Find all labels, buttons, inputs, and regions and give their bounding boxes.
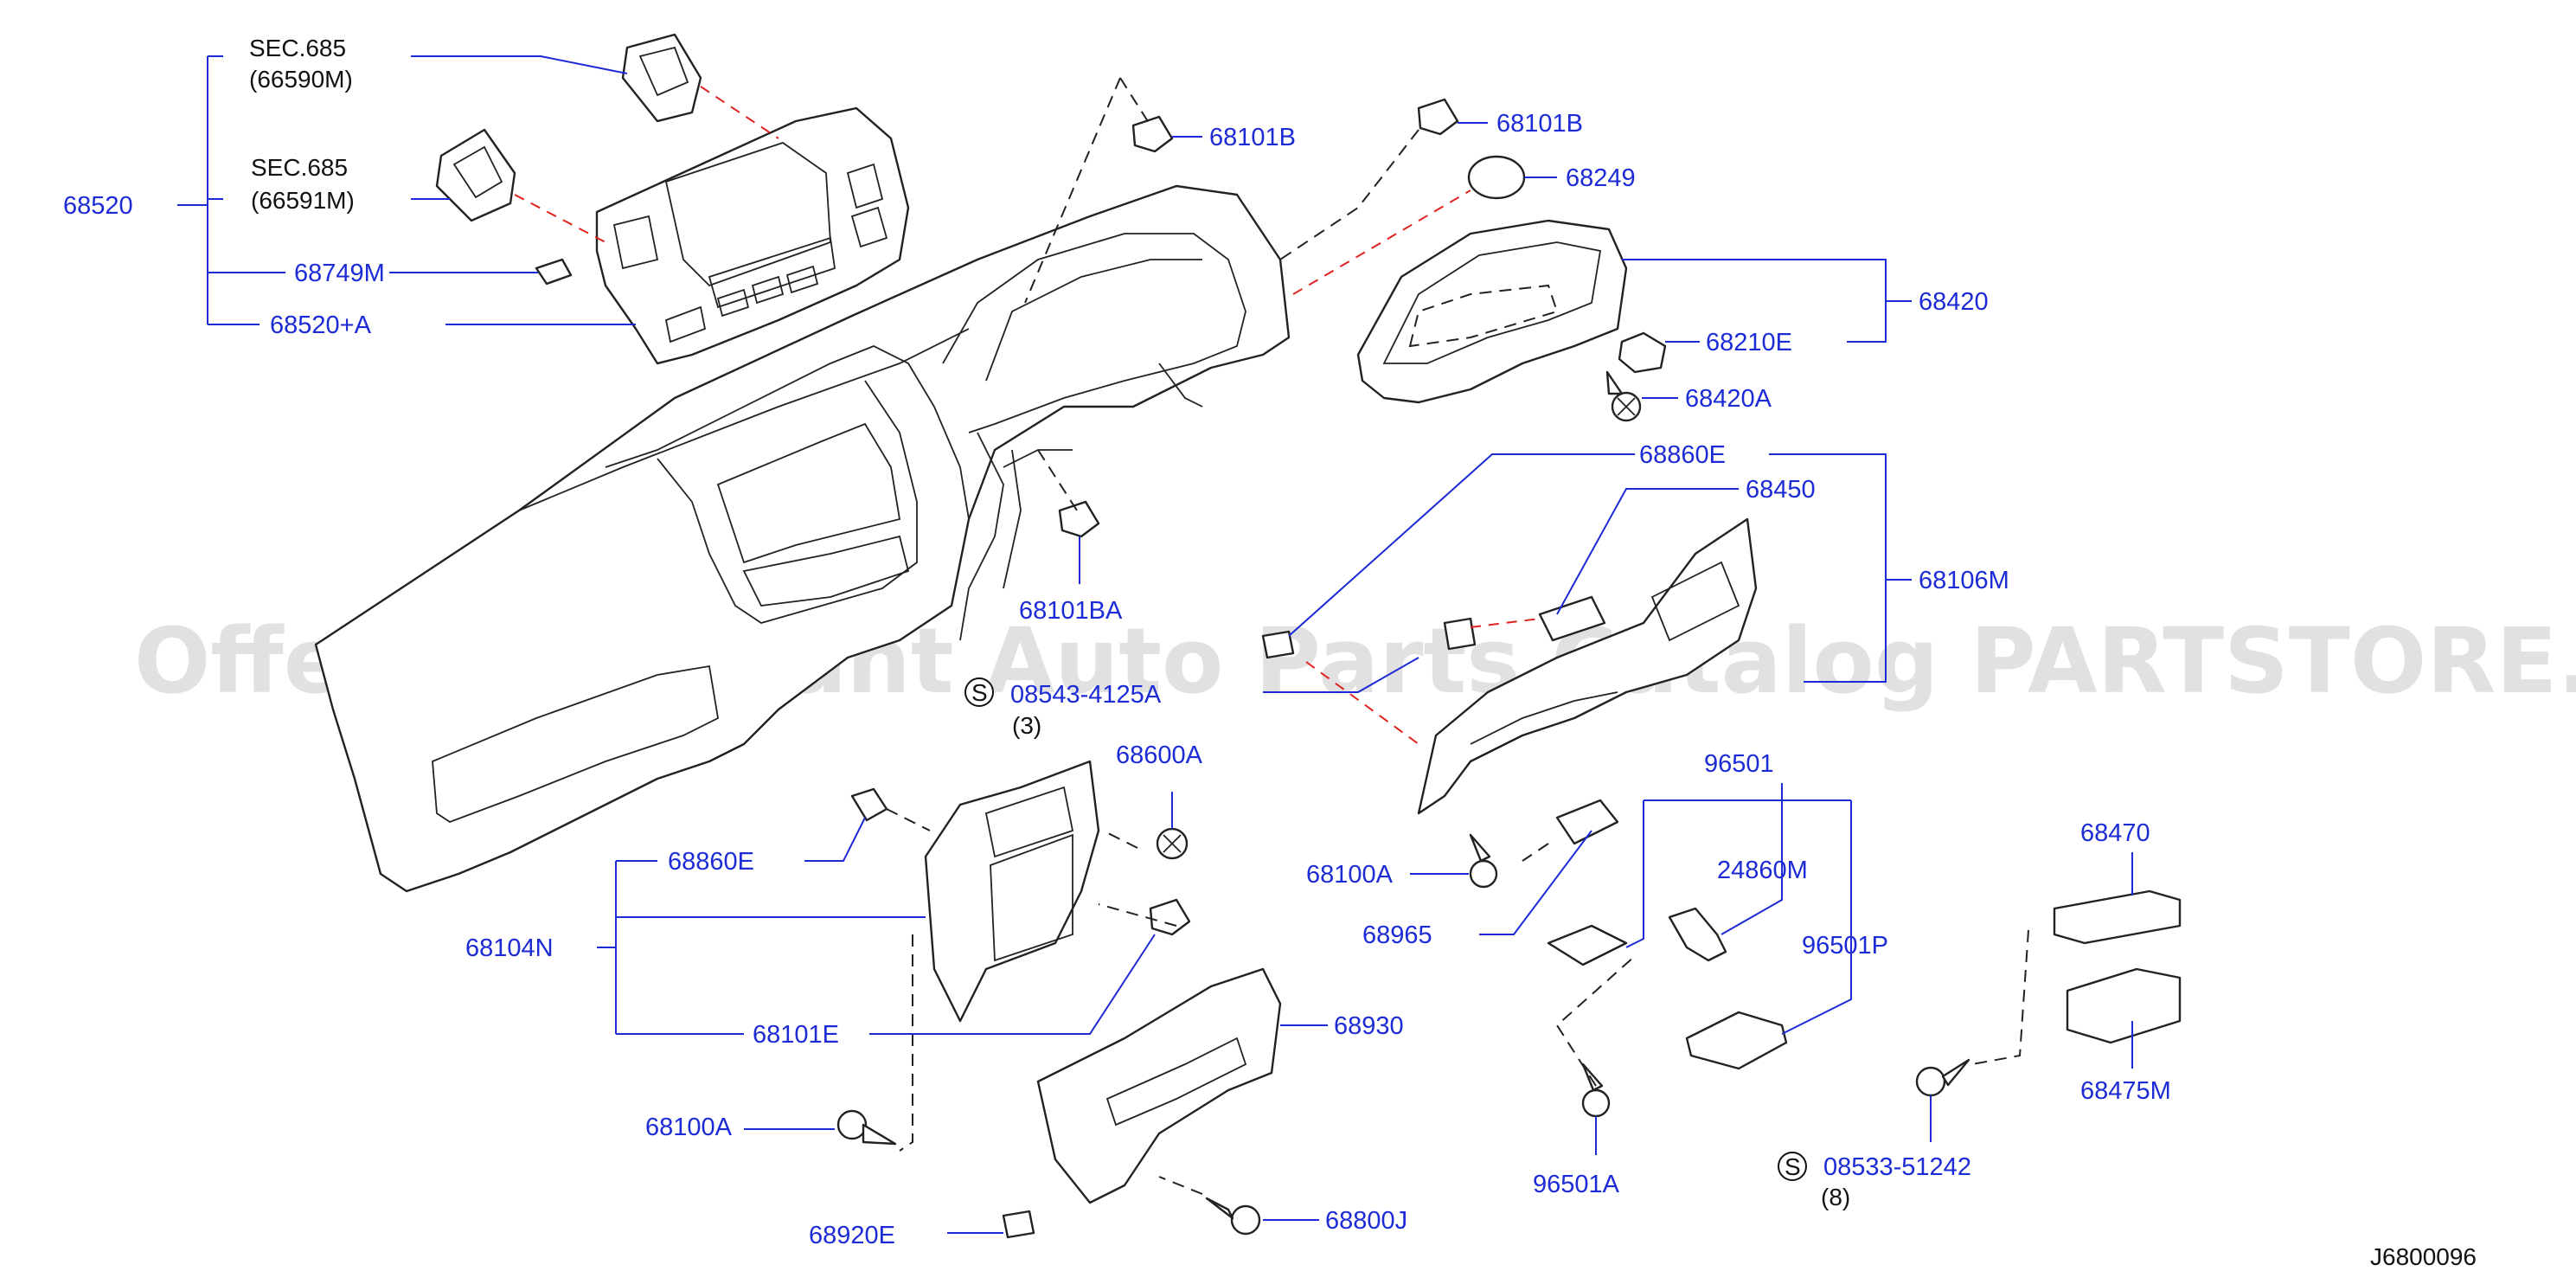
label-68101B-1: 68101B [1209, 124, 1296, 151]
label-68475M: 68475M [2080, 1077, 2171, 1105]
pocket-96501P-drawing [1685, 1011, 1788, 1070]
clip-68101E-drawing [1149, 898, 1191, 936]
screw-08543-drawing [1443, 617, 1477, 651]
instrument-panel-drawing [314, 184, 1291, 893]
label-68101E: 68101E [753, 1021, 839, 1049]
clip-68860E-a-drawing [1261, 630, 1295, 659]
clip-68920E-drawing [1002, 1210, 1035, 1239]
label-68101BA: 68101BA [1019, 597, 1123, 625]
clip-68101BA-drawing [1058, 500, 1100, 538]
label-68470: 68470 [2080, 819, 2150, 847]
label-68420: 68420 [1919, 288, 1989, 316]
label-68749M: 68749M [294, 260, 385, 287]
label-08533-51242: 08533-51242 [1823, 1153, 1971, 1181]
diagram-code: J6800096 [2370, 1243, 2477, 1270]
switch-24860M-drawing [1668, 907, 1727, 962]
meter-lid-68420-drawing [1356, 219, 1628, 404]
label-68800J: 68800J [1325, 1207, 1407, 1235]
label-68860E-1: 68860E [1639, 441, 1726, 469]
cover-68965-drawing [1555, 799, 1619, 845]
vent-66590M-drawing [621, 33, 702, 123]
s-marker-2 [1778, 1152, 1807, 1181]
label-68420A: 68420A [1685, 385, 1772, 413]
label-sec685-b: SEC.685 [251, 154, 348, 181]
label-s-1: S [971, 679, 988, 706]
label-24860M: 24860M [1717, 857, 1808, 884]
label-68920E: 68920E [809, 1222, 895, 1249]
center-bezel-68520-drawing [595, 106, 910, 365]
label-68106M: 68106M [1919, 567, 2009, 594]
label-08543-4125A: 08543-4125A [1010, 681, 1162, 709]
label-68101B-2: 68101B [1496, 110, 1583, 138]
clip-68101B-a-drawing [1131, 115, 1174, 153]
switch-68450-drawing [1538, 595, 1606, 642]
clip-68860E-b-drawing [850, 787, 888, 822]
screw-68100A-a-drawing [836, 1109, 897, 1146]
label-68860E-2: 68860E [668, 848, 754, 876]
screw-68420A-drawing [1605, 370, 1642, 422]
label-68210E: 68210E [1706, 329, 1792, 356]
label-qty-8: (8) [1821, 1184, 1850, 1210]
finisher-68106M-drawing [1417, 517, 1758, 815]
part-labels: SEC.685 (66590M) SEC.685 (66591M) 68520 … [63, 35, 2477, 1270]
label-68100A-1: 68100A [645, 1114, 733, 1141]
cap-68249-drawing [1467, 155, 1526, 200]
lower-cover-68930-drawing [1036, 967, 1282, 1204]
label-68965: 68965 [1362, 921, 1432, 949]
bracket-68210E-drawing [1618, 331, 1667, 374]
label-68930: 68930 [1334, 1012, 1404, 1040]
plate-96501-drawing [1547, 924, 1628, 966]
label-68104N: 68104N [465, 934, 554, 962]
label-68520-a: 68520+A [270, 311, 372, 339]
vent-66591M-drawing [435, 128, 516, 222]
screw-96501A-drawing [1581, 1063, 1611, 1118]
screw-68100A-b-drawing [1469, 833, 1498, 889]
label-66590M: (66590M) [249, 66, 353, 93]
label-68100A-2: 68100A [1306, 861, 1394, 889]
screw-08533-drawing [1915, 1058, 1970, 1097]
label-s-2: S [1785, 1153, 1801, 1180]
assembly-guides [514, 77, 2029, 1195]
leader-lines [177, 55, 2133, 1234]
label-96501P: 96501P [1802, 932, 1888, 960]
s-marker-1 [964, 677, 994, 707]
label-66591M: (66591M) [251, 187, 355, 214]
label-68249: 68249 [1566, 164, 1636, 192]
box-68475M-drawing [2066, 967, 2182, 1044]
clip-68749M-drawing [535, 258, 573, 286]
lower-center-68104N-drawing [924, 760, 1100, 1023]
label-68450: 68450 [1746, 476, 1816, 504]
label-96501: 96501 [1704, 750, 1774, 778]
screw-68600A-drawing [1156, 827, 1189, 860]
bracket-68470-drawing [2053, 889, 2182, 945]
label-68520: 68520 [63, 192, 133, 220]
clip-68101B-b-drawing [1417, 98, 1459, 136]
label-96501A: 96501A [1533, 1171, 1620, 1198]
label-68600A: 68600A [1116, 742, 1203, 769]
screw-68800J-drawing [1205, 1197, 1261, 1236]
label-qty-3: (3) [1012, 712, 1041, 739]
label-sec685-a: SEC.685 [249, 35, 346, 61]
